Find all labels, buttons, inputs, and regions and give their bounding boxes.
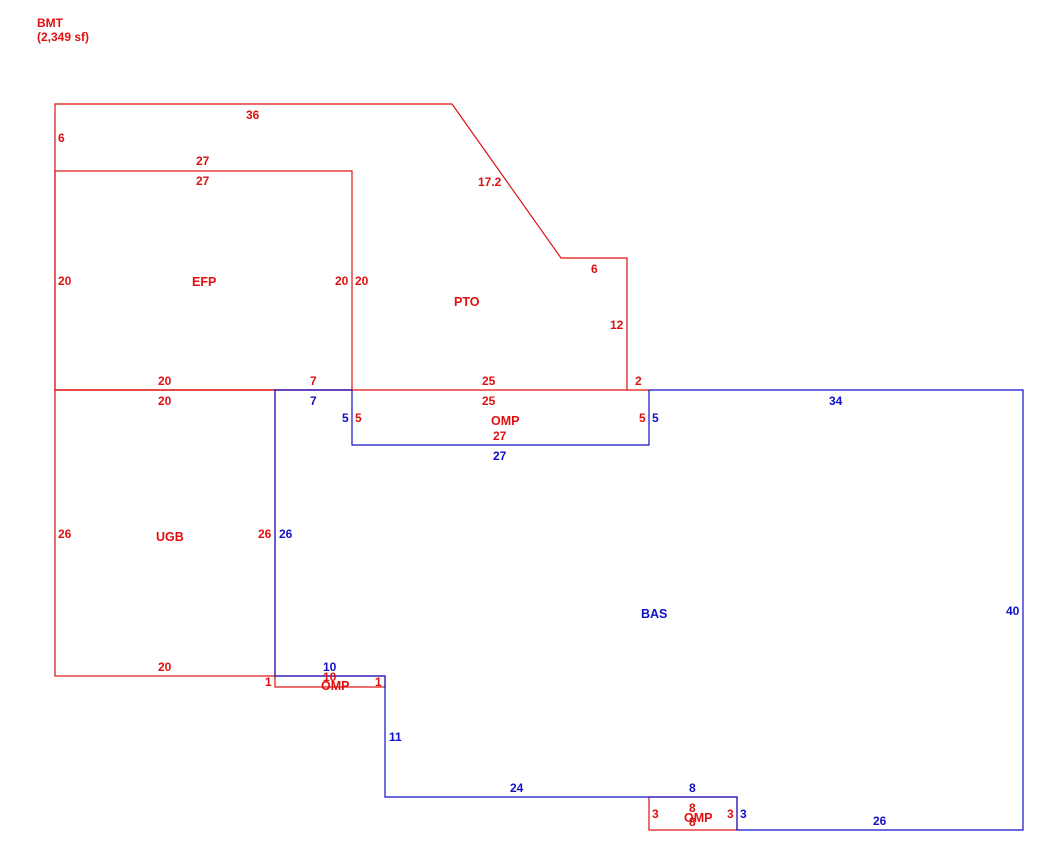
dimension-label: 7 <box>310 374 317 388</box>
dimension-label: 20 <box>355 274 369 288</box>
dimension-label: 11 <box>389 730 402 744</box>
dimension-label: 25 <box>482 374 496 388</box>
dimension-label: 5 <box>342 411 349 425</box>
dimension-label: 34 <box>829 394 843 408</box>
dimension-label: 1 <box>265 675 272 689</box>
area-label-omp-bottom: OMP <box>684 811 712 825</box>
dimension-label: 17.2 <box>478 175 502 189</box>
sketch-header: BMT (2,349 sf) <box>37 16 89 44</box>
dimension-label: 12 <box>610 318 624 332</box>
dimension-label: 5 <box>639 411 646 425</box>
dimension-label: 3 <box>740 807 747 821</box>
dimension-label: 3 <box>727 807 734 821</box>
dimension-label: 3 <box>652 807 659 821</box>
dimension-label: 40 <box>1006 604 1020 618</box>
dimension-label: 24 <box>510 781 524 795</box>
dimension-label: 8 <box>689 781 696 795</box>
dimension-label: 27 <box>493 449 507 463</box>
area-label-pto: PTO <box>454 295 480 309</box>
dimension-label: 20 <box>158 660 172 674</box>
blue-dimension-labels: 7 34 5 5 27 26 40 10 11 24 8 3 26 <box>279 394 1020 828</box>
red-outlines <box>54 103 738 831</box>
dimension-label: 10 <box>323 670 337 684</box>
dimension-label: 10 <box>323 660 337 674</box>
red-dimension-labels: 36 6 27 27 17.2 6 20 20 20 12 2 20 7 25 … <box>58 108 734 829</box>
dimension-label: 26 <box>58 527 72 541</box>
area-label-omp-mid: OMP <box>321 679 349 693</box>
dimension-label: 1 <box>375 675 382 689</box>
dimension-label: 20 <box>158 394 172 408</box>
dimension-label: 27 <box>196 174 210 188</box>
dimension-label: 27 <box>493 429 507 443</box>
header-area: (2,349 sf) <box>37 30 90 44</box>
omp-top-blue-outline <box>351 390 650 446</box>
dimension-label: 2 <box>635 374 642 388</box>
blue-outlines <box>274 389 1024 831</box>
dimension-label: 20 <box>58 274 72 288</box>
dimension-label: 7 <box>310 394 317 408</box>
dimension-label: 6 <box>591 262 598 276</box>
dimension-label: 5 <box>652 411 659 425</box>
pto-outline <box>54 103 628 391</box>
area-labels: EFP PTO OMP UGB BAS OMP OMP <box>156 275 712 825</box>
dimension-label: 20 <box>335 274 349 288</box>
dimension-label: 20 <box>158 374 172 388</box>
dimension-label: 27 <box>196 154 210 168</box>
bas-outline <box>274 389 1024 831</box>
dimension-label: 6 <box>58 131 65 145</box>
dimension-label: 8 <box>689 815 696 829</box>
area-label-efp: EFP <box>192 275 216 289</box>
area-label-omp-top: OMP <box>491 414 519 428</box>
dimension-label: 5 <box>355 411 362 425</box>
area-label-bas: BAS <box>641 607 667 621</box>
dimension-label: 8 <box>689 801 696 815</box>
header-code: BMT <box>37 16 63 30</box>
dimension-label: 36 <box>246 108 260 122</box>
dimension-label: 26 <box>258 527 272 541</box>
dimension-label: 26 <box>279 527 293 541</box>
dimension-label: 25 <box>482 394 496 408</box>
dimension-label: 26 <box>873 814 887 828</box>
area-label-ugb: UGB <box>156 530 184 544</box>
